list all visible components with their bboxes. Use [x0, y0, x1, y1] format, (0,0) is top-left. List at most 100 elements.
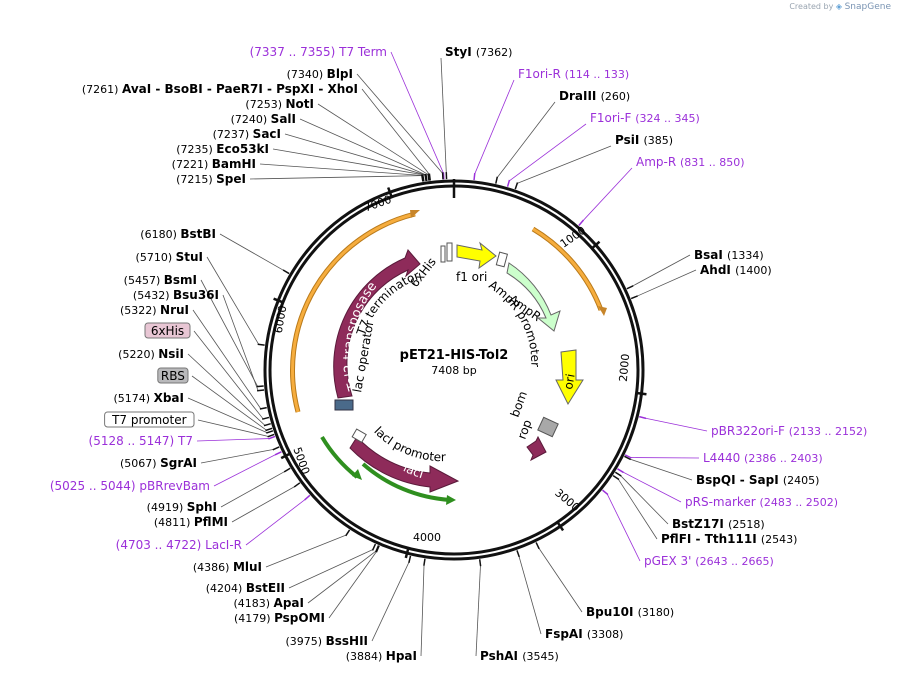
right-label-f1ori-f: F1ori-F (324 .. 345) [590, 111, 700, 125]
site-tick [262, 416, 270, 420]
leader-line [361, 88, 430, 175]
leader-line [390, 51, 444, 174]
green-arrow-1-head [352, 469, 362, 480]
site-tick [617, 468, 624, 474]
outer-arrows [290, 210, 607, 505]
left-label-mlui: (4386) MluI [193, 560, 262, 574]
site-tick [268, 435, 276, 440]
rop-feature [526, 435, 547, 462]
right-label-pbr322ori-f: pBR322ori-F (2133 .. 2152) [711, 424, 867, 438]
credit-brand: SnapGene [844, 2, 891, 12]
left-label-bsshii: (3975) BssHII [286, 634, 368, 648]
site-label: (7215) SpeI [176, 172, 246, 186]
primer-label: pRS-marker (2483 .. 2502) [685, 495, 838, 509]
leader-line [220, 470, 286, 508]
orange-arrow-right-head [598, 306, 607, 316]
site-label: AhdI (1400) [700, 263, 772, 277]
site-label: (4204) BstEII [206, 581, 285, 595]
leader-line [288, 549, 374, 589]
site-tick [478, 559, 482, 567]
left-label-noti: (7253) NotI [245, 97, 314, 111]
tick-label-7000: 7000 [362, 193, 393, 215]
site-label: (3975) BssHII [286, 634, 368, 648]
leader-line [213, 454, 277, 487]
primer-label: (4703 .. 4722) LacI-R [116, 538, 242, 552]
leader-line [474, 79, 515, 175]
right-label-pgex-3-: pGEX 3' (2643 .. 2665) [644, 554, 774, 568]
site-label: (7253) NotI [245, 97, 314, 111]
leader-line [620, 475, 669, 525]
leader-line [538, 547, 583, 613]
tick-1000 [590, 240, 601, 250]
site-tick [506, 179, 511, 187]
site-tick [578, 219, 584, 226]
site-label: (5432) Bsu36I [133, 288, 219, 302]
right-label-pflfi-tth111i: PflFI - Tth111I (2543) [661, 532, 797, 546]
right-label-prs-marker: pRS-marker (2483 .. 2502) [685, 495, 838, 509]
site-tick [516, 550, 520, 558]
left-label-sali: (7240) SalI [231, 112, 296, 126]
ori-feature [555, 349, 584, 406]
site-label: (7221) BamHI [172, 157, 256, 171]
rop-label: rop [515, 418, 535, 441]
site-label: (4386) MluI [193, 560, 262, 574]
site-label: (5322) NruI [120, 303, 189, 317]
site-tick [639, 415, 647, 420]
boxed-label-bg [157, 367, 189, 384]
site-tick [424, 174, 427, 182]
left-label-pflmi: (4811) PflMI [154, 515, 228, 529]
right-label-column: StyI (7362)F1ori-R (114 .. 133)DraIII (2… [445, 45, 867, 663]
leader-line [617, 478, 658, 540]
site-tick [256, 385, 264, 388]
left-label-column: (7337 .. 7355) T7 Term(7340) BlpI(7261) … [50, 45, 417, 663]
site-label: (7240) SalI [231, 112, 296, 126]
leader-line [496, 101, 556, 179]
tol2-transposase-feature [333, 249, 421, 399]
site-tick [630, 295, 638, 300]
site-tick [535, 542, 540, 550]
primer-label: F1ori-F (324 .. 345) [590, 111, 700, 125]
boxed-label-bg [104, 411, 195, 428]
right-label-bstz17i: BstZ17I (2518) [672, 517, 765, 531]
primer-label: pGEX 3' (2643 .. 2665) [644, 554, 774, 568]
boxed-label-text: 6xHis [151, 324, 184, 338]
left-label-blpi: (7340) BlpI [287, 67, 353, 81]
primer-label: (5128 .. 5147) T7 [89, 434, 193, 448]
left-label-bamhi: (7221) BamHI [172, 157, 256, 171]
site-tick [427, 173, 430, 181]
right-label-ahdi: AhdI (1400) [700, 263, 772, 277]
orange-arrow-right [532, 227, 603, 311]
left-label-t7: (5128 .. 5147) T7 [89, 434, 193, 448]
site-tick [265, 427, 273, 432]
right-label-amp-r: Amp-R (831 .. 850) [636, 155, 745, 169]
leader-line [193, 330, 264, 420]
left-label-apai: (4183) ApaI [233, 596, 304, 610]
leader-line [259, 163, 423, 176]
site-label: (5710) StuI [136, 250, 203, 264]
site-tick [304, 494, 311, 501]
site-label: (4179) PspOMI [234, 611, 325, 625]
ampr-promoter-block [495, 251, 509, 268]
green-arrow-2-head [446, 495, 456, 505]
f1ori-label: f1 ori [456, 270, 487, 284]
primer-label: L4440 (2386 .. 2403) [703, 451, 823, 465]
tick-6000 [273, 297, 285, 304]
leader-line [629, 458, 693, 481]
lac-operator-block [334, 399, 354, 411]
site-label: PshAI (3545) [480, 649, 559, 663]
leader-line [371, 561, 410, 642]
primer-label: pBR322ori-F (2133 .. 2152) [711, 424, 867, 438]
left-label-saci: (7237) SacI [213, 127, 281, 141]
left-label-spei: (7215) SpeI [176, 172, 246, 186]
snapgene-credit: Created by ◈ SnapGene [789, 2, 891, 12]
left-label-bsu36i: (5432) Bsu36I [133, 288, 219, 302]
site-label: PsiI (385) [615, 133, 673, 147]
site-label: (4811) PflMI [154, 515, 228, 529]
bom-feature [537, 416, 559, 438]
laci-feature [349, 436, 460, 493]
tick-label-2000: 2000 [617, 353, 632, 382]
site-tick [267, 433, 275, 438]
tick-4000 [404, 546, 410, 559]
site-tick [614, 471, 622, 477]
